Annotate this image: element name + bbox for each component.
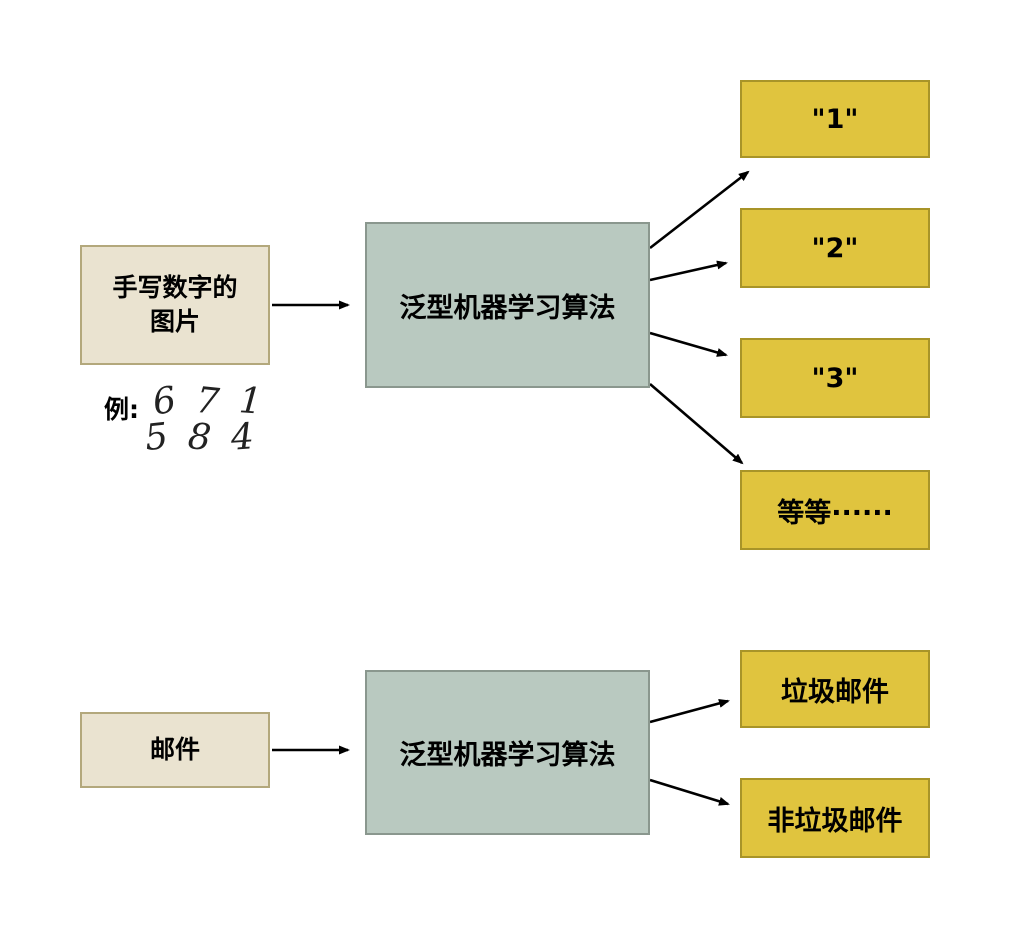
output-box-label: 垃圾邮件: [781, 676, 889, 708]
input-label-line2: 图片: [149, 307, 200, 336]
output-box-digit-3: "3": [740, 338, 930, 418]
output-box-spam: 垃圾邮件: [740, 650, 930, 728]
output-box-label: "3": [811, 362, 859, 394]
input-box-handwritten-digit-images: 手写数字的 图片: [80, 245, 270, 365]
output-box-digit-1: "1": [740, 80, 930, 158]
process-box-label: 泛型机器学习算法: [399, 292, 616, 324]
input-box-email: 邮件: [80, 712, 270, 788]
process-box-label: 泛型机器学习算法: [399, 740, 616, 771]
output-box-label: 等等······: [777, 497, 893, 529]
handwritten-digit: 8: [186, 415, 213, 459]
handwritten-digit: 5: [142, 415, 170, 459]
example-handwritten-digits: 例: 6 7 1 5 8 4: [104, 379, 263, 458]
output-box-label: 非垃圾邮件: [767, 805, 903, 837]
handwritten-digits-group: 6 7 1 5 8 4: [143, 379, 263, 458]
process-box-ml-algorithm-bottom: 泛型机器学习算法: [365, 670, 650, 835]
output-box-not-spam: 非垃圾邮件: [740, 778, 930, 858]
input-box-label: 手写数字的 图片: [112, 271, 237, 339]
output-box-digit-2: "2": [740, 208, 930, 288]
handwritten-digit: 4: [229, 415, 256, 459]
input-box-label: 邮件: [149, 735, 200, 765]
output-box-etc: 等等······: [740, 470, 930, 550]
process-box-ml-algorithm-top: 泛型机器学习算法: [365, 222, 650, 388]
example-label: 例:: [104, 395, 139, 424]
output-box-label: "1": [811, 103, 859, 135]
input-label-line1: 手写数字的: [112, 273, 238, 303]
handwritten-digit-row-2: 5 8 4: [142, 415, 262, 459]
output-box-label: "2": [811, 232, 859, 264]
handwritten-digit-row-1: 6 7 1: [150, 379, 263, 423]
